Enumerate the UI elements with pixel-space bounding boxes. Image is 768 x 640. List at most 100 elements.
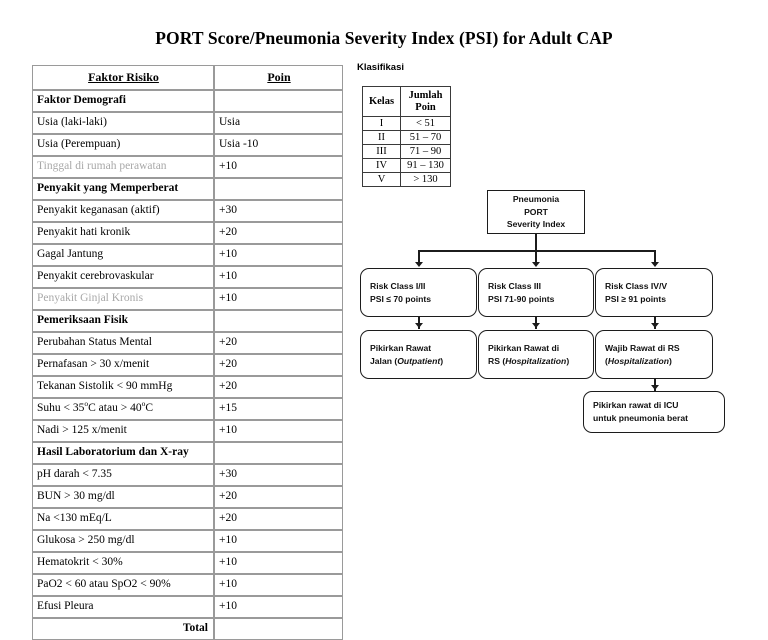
kelas-value: II <box>362 130 401 145</box>
action-line-2: RS (Hospitalization) <box>488 355 570 366</box>
arrow-down-mid <box>531 262 540 267</box>
root-line-3: Severity Index <box>506 219 566 230</box>
row-label: Gagal Jantung <box>32 244 214 266</box>
action-line-1: Pikirkan Rawat di <box>488 342 560 353</box>
arrow-branch-1 <box>414 323 423 328</box>
klasifikasi-row: I < 51 <box>362 116 451 131</box>
total-value <box>214 618 343 640</box>
table-row: BUN > 30 mg/dl +20 <box>32 486 343 508</box>
column-header-faktor-risiko: Faktor Risiko <box>32 65 214 90</box>
connector-drop-left <box>418 250 420 263</box>
flow-node-action-3: Wajib Rawat di RS (Hospitalization) <box>595 330 713 379</box>
risk-factor-table: Faktor Risiko Poin Faktor Demografi Usia… <box>32 65 343 640</box>
row-points <box>214 310 343 332</box>
row-points: +10 <box>214 244 343 266</box>
row-points: +20 <box>214 376 343 398</box>
table-row: Penyakit Ginjal Kronis +10 <box>32 288 343 310</box>
kelas-value: I <box>362 116 401 131</box>
table-row: Hematokrit < 30% +10 <box>32 552 343 574</box>
row-label: Suhu < 35oC atau > 40oC <box>32 398 214 420</box>
table-header-row: Faktor Risiko Poin <box>32 65 343 90</box>
table-row: Hasil Laboratorium dan X-ray <box>32 442 343 464</box>
row-label: Na <130 mEq/L <box>32 508 214 530</box>
action-line-2: (Hospitalization) <box>605 355 672 366</box>
row-label: Penyakit cerebrovaskular <box>32 266 214 288</box>
action-line-2: Jalan (Outpatient) <box>370 355 444 366</box>
table-row: Tinggal di rumah perawatan +10 <box>32 156 343 178</box>
row-label: Usia (Perempuan) <box>32 134 214 156</box>
psi-flowchart: Pneumonia PORT Severity Index Risk Class… <box>355 180 755 440</box>
row-label: pH darah < 7.35 <box>32 464 214 486</box>
connector-drop-mid <box>535 250 537 263</box>
row-label: Penyakit Ginjal Kronis <box>32 288 214 310</box>
risk-class-line-2: PSI ≥ 91 points <box>605 293 667 304</box>
table-row: Suhu < 35oC atau > 40oC +15 <box>32 398 343 420</box>
klasifikasi-label: Klasifikasi <box>357 62 404 73</box>
column-header-poin: Poin <box>214 65 343 90</box>
row-points: +30 <box>214 464 343 486</box>
row-points: +20 <box>214 222 343 244</box>
row-points <box>214 178 343 200</box>
table-row: Na <130 mEq/L +20 <box>32 508 343 530</box>
row-label: Pernafasan > 30 x/menit <box>32 354 214 376</box>
icu-line-1: Pikirkan rawat di ICU <box>593 400 679 411</box>
table-row: Usia (Perempuan) Usia -10 <box>32 134 343 156</box>
table-row: Nadi > 125 x/menit +10 <box>32 420 343 442</box>
flow-node-risk-class-2: Risk Class III PSI 71-90 points <box>478 268 594 317</box>
risk-class-line-2: PSI 71-90 points <box>488 293 555 304</box>
row-points: +10 <box>214 530 343 552</box>
row-points: Usia <box>214 112 343 134</box>
table-row: Gagal Jantung +10 <box>32 244 343 266</box>
poin-value: > 130 <box>400 172 451 187</box>
connector-drop-right <box>654 250 656 263</box>
connector-root-stem <box>535 234 537 250</box>
header-line-2: Poin <box>415 101 436 113</box>
total-label: Total <box>32 618 214 640</box>
klasifikasi-header-row: Kelas Jumlah Poin <box>362 86 451 117</box>
risk-class-line-2: PSI ≤ 70 points <box>370 293 432 304</box>
risk-class-line-1: Risk Class I/II <box>370 280 426 291</box>
kelas-value: IV <box>362 158 401 173</box>
row-points: +10 <box>214 288 343 310</box>
row-points: +10 <box>214 156 343 178</box>
row-label: Glukosa > 250 mg/dl <box>32 530 214 552</box>
row-points: Usia -10 <box>214 134 343 156</box>
table-row: Penyakit hati kronik +20 <box>32 222 343 244</box>
row-points: +10 <box>214 420 343 442</box>
row-label: Hasil Laboratorium dan X-ray <box>32 442 214 464</box>
klasifikasi-row: V > 130 <box>362 172 451 187</box>
row-points: +20 <box>214 332 343 354</box>
row-label: Tinggal di rumah perawatan <box>32 156 214 178</box>
row-label: Faktor Demografi <box>32 90 214 112</box>
row-label: Efusi Pleura <box>32 596 214 618</box>
table-row: Pemeriksaan Fisik <box>32 310 343 332</box>
arrow-icu <box>650 385 659 390</box>
table-row: Faktor Demografi <box>32 90 343 112</box>
row-points <box>214 442 343 464</box>
table-row: pH darah < 7.35 +30 <box>32 464 343 486</box>
row-label: Perubahan Status Mental <box>32 332 214 354</box>
table-row: PaO2 < 60 atau SpO2 < 90% +10 <box>32 574 343 596</box>
flow-node-action-1: Pikirkan Rawat Jalan (Outpatient) <box>360 330 477 379</box>
poin-value: 71 – 90 <box>400 144 451 159</box>
flow-node-icu: Pikirkan rawat di ICU untuk pneumonia be… <box>583 391 725 433</box>
table-row-total: Total <box>32 618 343 640</box>
header-line-1: Jumlah <box>408 89 443 101</box>
table-row: Efusi Pleura +10 <box>32 596 343 618</box>
root-line-2: PORT <box>524 206 548 217</box>
table-row: Pernafasan > 30 x/menit +20 <box>32 354 343 376</box>
icu-line-2: untuk pneumonia berat <box>593 413 689 423</box>
klasifikasi-table: Kelas Jumlah Poin I < 51 II 51 – 70 III … <box>362 86 451 187</box>
row-points: +20 <box>214 354 343 376</box>
table-row: Perubahan Status Mental +20 <box>32 332 343 354</box>
kelas-value: V <box>362 172 401 187</box>
risk-class-line-1: Risk Class III <box>488 280 542 291</box>
arrow-down-left <box>414 262 423 267</box>
table-row: Usia (laki-laki) Usia <box>32 112 343 134</box>
row-label: Tekanan Sistolik < 90 mmHg <box>32 376 214 398</box>
arrow-down-right <box>650 262 659 267</box>
row-label: Pemeriksaan Fisik <box>32 310 214 332</box>
column-header-kelas: Kelas <box>362 86 401 117</box>
klasifikasi-row: II 51 – 70 <box>362 130 451 145</box>
page-title: PORT Score/Pneumonia Severity Index (PSI… <box>155 28 613 48</box>
